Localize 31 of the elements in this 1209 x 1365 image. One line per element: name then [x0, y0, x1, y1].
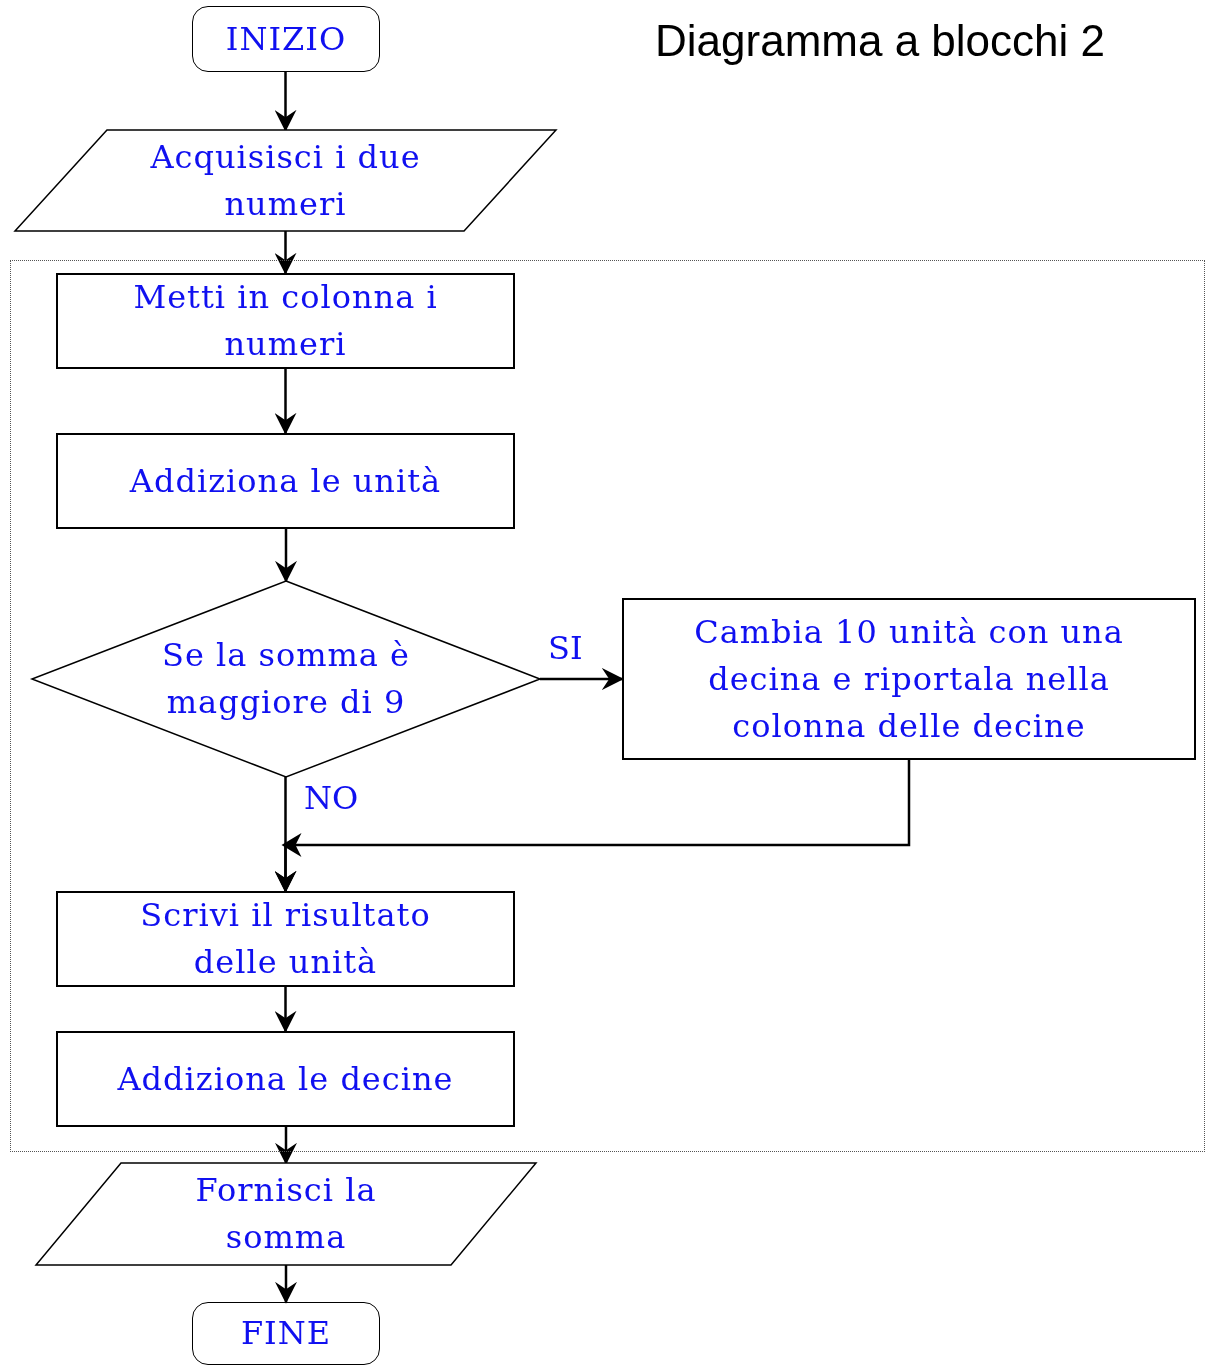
arrow: [274, 72, 297, 132]
node-text: Cambia 10 unità con una decina e riportala nella colonna delle decine: [693, 611, 1125, 747]
decision-diamond: [32, 581, 540, 777]
input-output-parallelogram: [15, 130, 556, 231]
node-text: Addiziona le decine: [116, 1058, 455, 1100]
arrow: [275, 1127, 297, 1165]
arrow: [274, 987, 297, 1033]
process-box: [56, 273, 515, 369]
node-text: Se la somma è maggiore di 9: [160, 635, 412, 723]
process-box: [622, 598, 1196, 760]
arrow: [540, 668, 624, 690]
arrow: [274, 369, 297, 435]
node-text: Addiziona le unità: [128, 460, 443, 502]
input-output-parallelogram: [36, 1163, 536, 1265]
terminal-box: [192, 6, 380, 72]
dotted-container: [10, 260, 1205, 1152]
arrow: [275, 1265, 297, 1304]
node-text: FINE: [239, 1313, 333, 1354]
node-text: INIZIO: [224, 18, 348, 60]
node-text: Metti in colonna i numeri: [132, 277, 439, 365]
arrow: [274, 231, 297, 275]
process-box: [56, 891, 515, 987]
node-text: Fornisci la somma: [194, 1170, 378, 1258]
node-text: Acquisisci i due numeri: [149, 136, 422, 225]
terminal-box: [192, 1302, 380, 1365]
arrow: [275, 529, 297, 583]
diagram-title: Diagramma a blocchi 2: [654, 16, 1106, 66]
arrow: [274, 760, 911, 893]
process-box: [56, 433, 515, 529]
process-box: [56, 1031, 515, 1127]
node-text: Scrivi il risultato delle unità: [139, 895, 432, 983]
